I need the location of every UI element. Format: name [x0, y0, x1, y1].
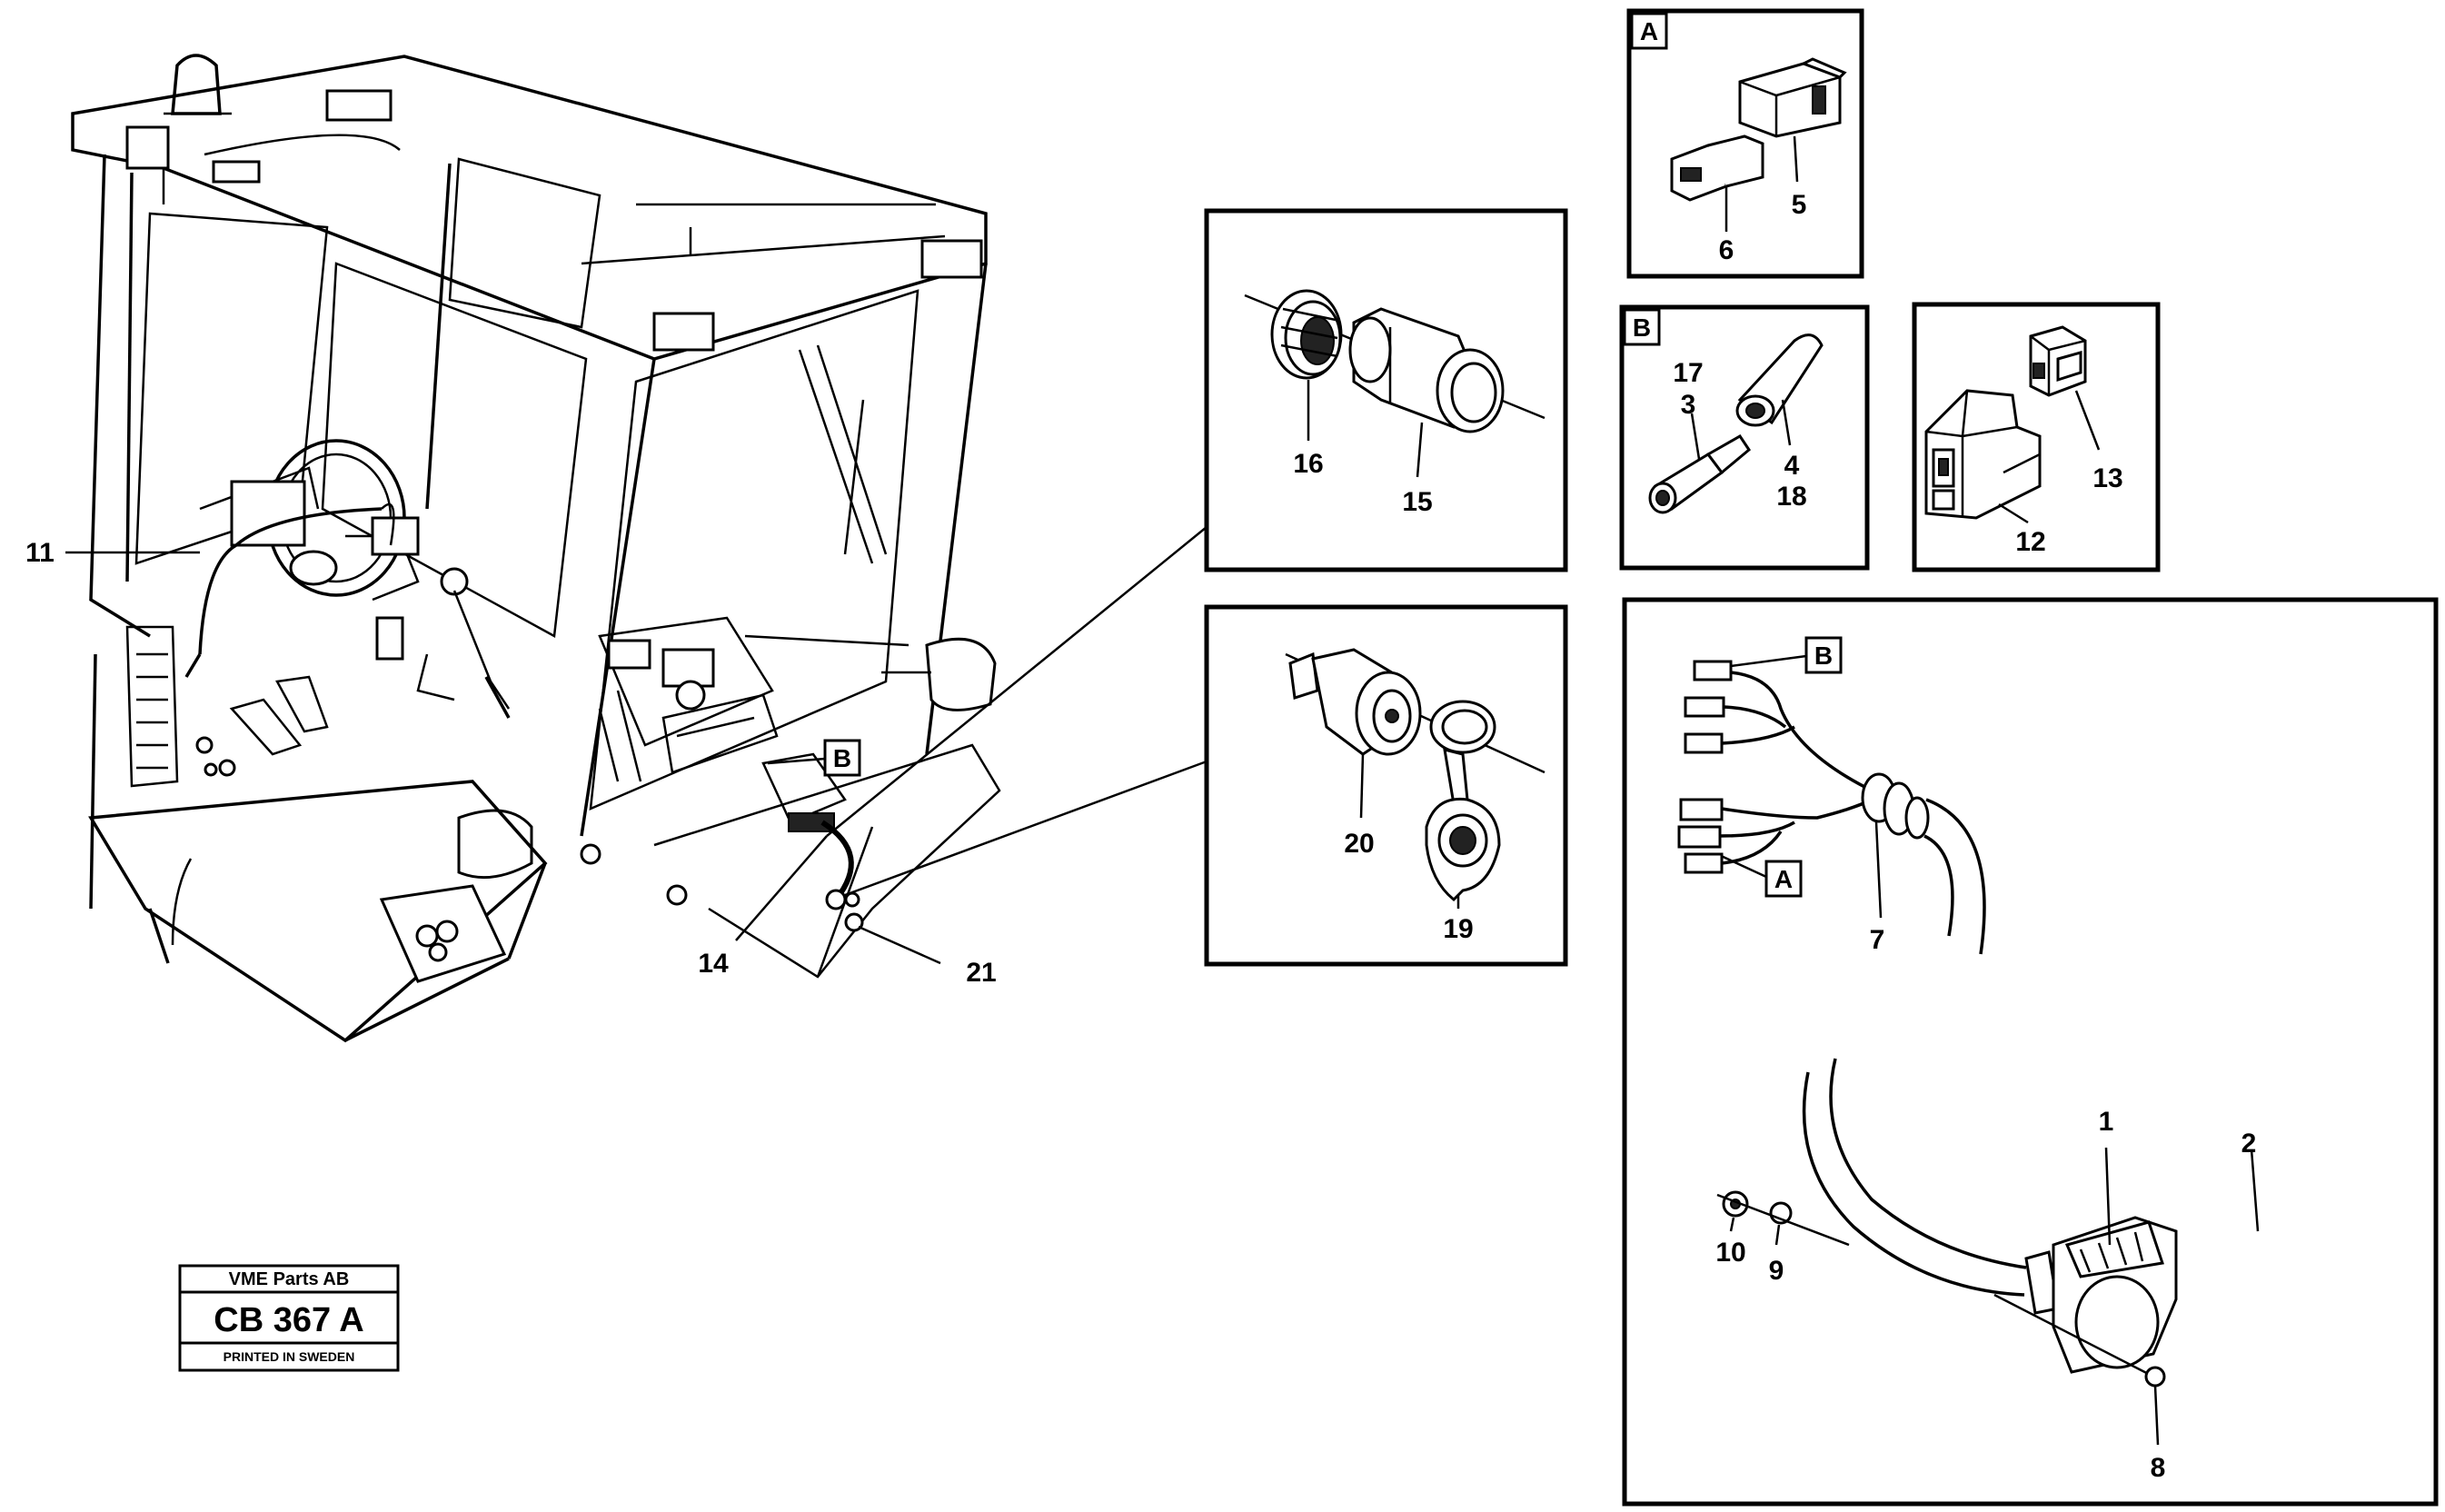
label-20: 20	[1344, 829, 1374, 859]
inset-panel-a: A 5 6	[1626, 8, 1864, 279]
label-6: 6	[1719, 235, 1734, 265]
ref-b-tag-harness: B	[1814, 642, 1833, 670]
label-11: 11	[25, 538, 55, 568]
label-18: 18	[1776, 482, 1806, 512]
inset-panel-b: B 17 3 4 18	[1619, 304, 1870, 571]
label-7: 7	[1870, 925, 1885, 955]
catalog-stamp: VME Parts AB CB 367 A PRINTED IN SWEDEN	[178, 1264, 400, 1372]
inset-panel-harness: B A	[1622, 597, 2439, 1507]
label-3: 3	[1681, 390, 1696, 420]
label-10: 10	[1715, 1238, 1745, 1268]
inset-panel-lighter-socket: 16 15	[1204, 208, 1568, 572]
ref-b-tag: B	[1633, 313, 1651, 342]
label-15: 15	[1402, 487, 1432, 517]
label-1: 1	[2099, 1107, 2114, 1137]
label-8: 8	[2151, 1453, 2166, 1483]
ref-a-tag-harness: A	[1774, 865, 1793, 893]
inset-panel-connectors: 12 13	[1912, 302, 2161, 572]
label-19: 19	[1443, 914, 1473, 944]
label-12: 12	[2015, 527, 2045, 557]
label-4: 4	[1784, 451, 1800, 481]
ref-a-tag: A	[1640, 17, 1658, 45]
label-2: 2	[2241, 1129, 2257, 1159]
label-13: 13	[2092, 463, 2122, 493]
stamp-company: VME Parts AB	[229, 1269, 350, 1289]
label-5: 5	[1792, 190, 1807, 220]
label-16: 16	[1293, 449, 1323, 479]
label-21: 21	[966, 958, 996, 988]
stamp-code: CB 367 A	[214, 1301, 363, 1339]
stamp-printed: PRINTED IN SWEDEN	[224, 1349, 355, 1364]
cab-illustration	[71, 54, 1001, 1043]
cab-callouts: 11 B 14 21	[25, 526, 1208, 988]
label-17: 17	[1673, 358, 1703, 388]
ref-b-tag-cab: B	[833, 744, 851, 772]
inset-panel-socket-with-cap: 20 19	[1204, 604, 1568, 967]
label-14: 14	[698, 949, 729, 979]
label-9: 9	[1769, 1256, 1784, 1286]
